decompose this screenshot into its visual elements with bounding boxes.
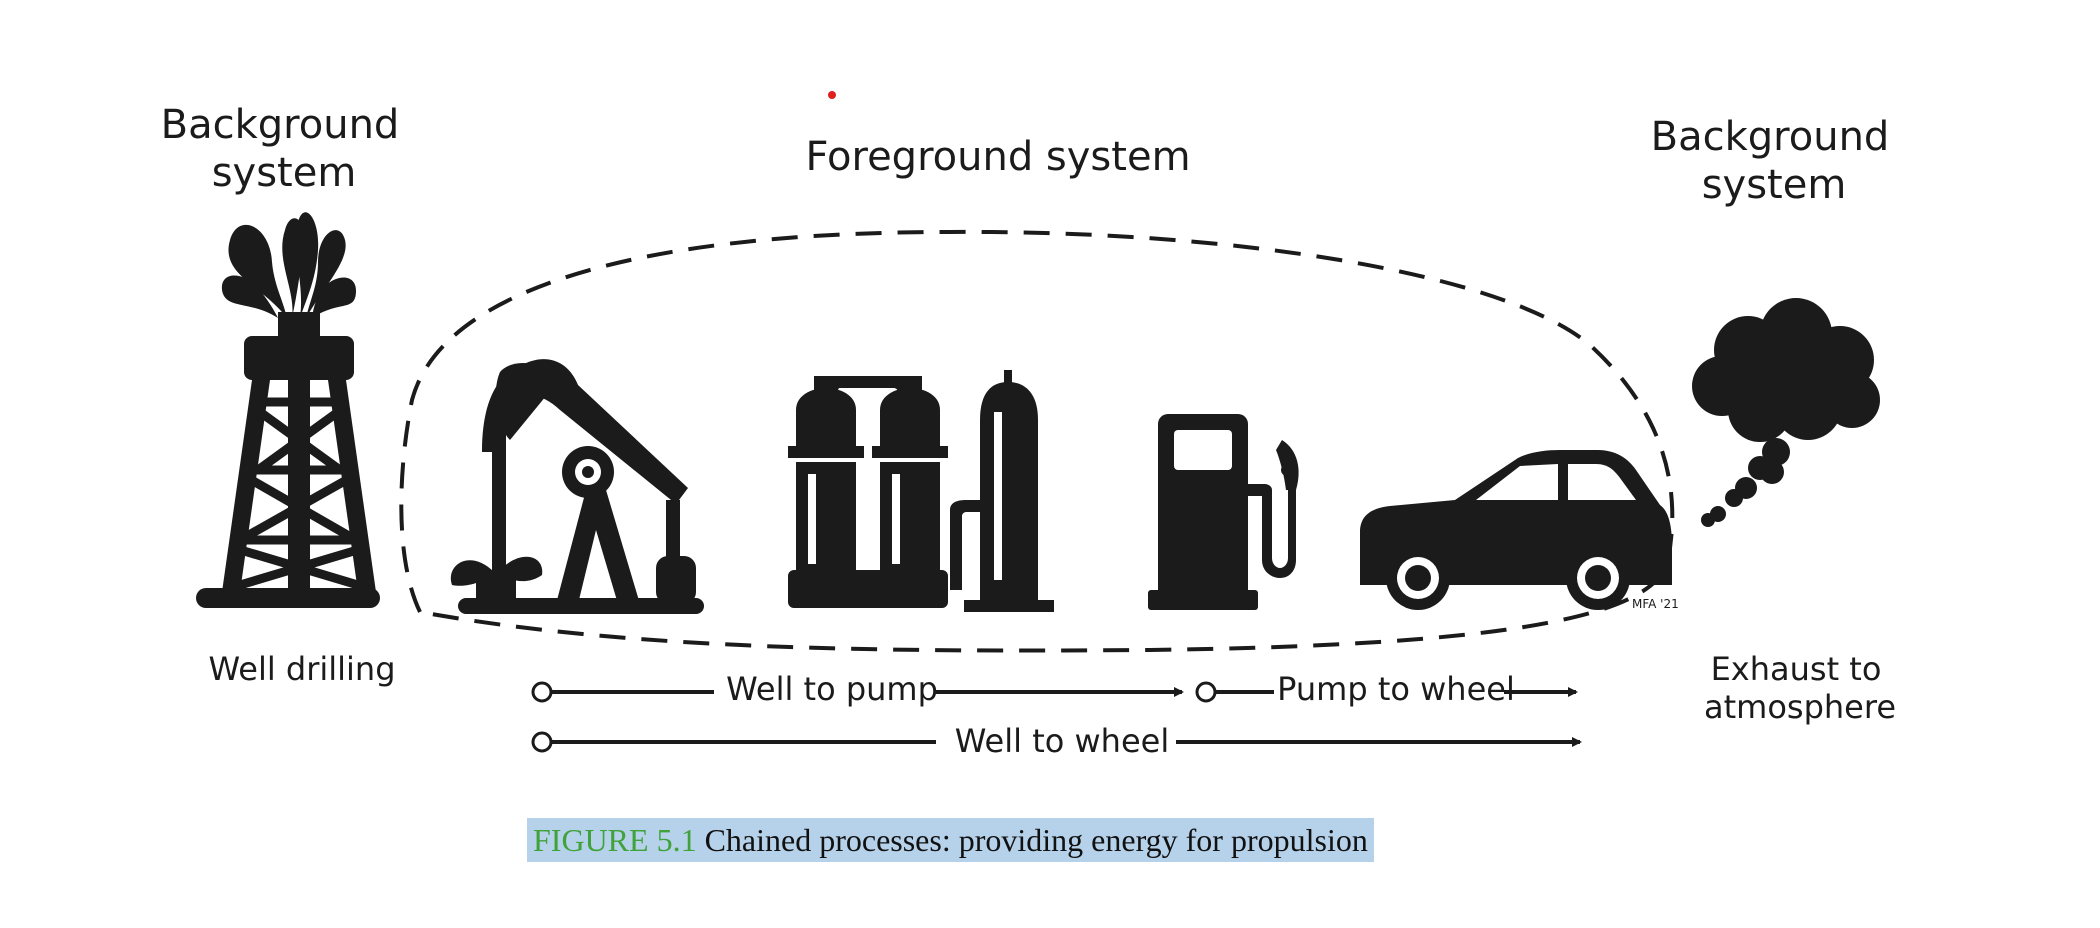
emission-co2-label: CO2 [1760,327,1818,370]
figure-caption: FIGURE 5.1 Chained processes: providing … [527,818,1374,862]
background-left-title: Background [161,102,400,148]
well-to-pump-label: Well to pump [726,670,938,708]
foreground-title: Foreground system [805,134,1190,180]
pump-to-wheel-arrow: Pump to wheel [1195,670,1578,708]
well-to-pump-arrow: Well to pump [531,670,1184,708]
car-icon: MFA '21 [1360,450,1679,611]
well-drilling-label: Well drilling [208,650,395,688]
well-to-wheel-arrow: Well to wheel [531,722,1582,760]
exhaust-label: Exhaust to [1711,650,1882,688]
credit-mark: MFA '21 [1632,597,1679,611]
pumpjack-icon [450,359,704,614]
background-right-title: Background [1651,114,1890,160]
background-right-title-2: system [1702,162,1847,208]
figure-number: FIGURE 5.1 [533,822,697,858]
pump-to-wheel-label: Pump to wheel [1277,670,1515,708]
red-marker-dot [828,91,836,99]
exhaust-label-2: atmosphere [1704,688,1896,726]
refinery-icon [788,370,1054,612]
background-left-title-2: system [212,150,357,196]
fuel-pump-icon [1148,414,1299,610]
oil-derrick-icon [196,212,380,608]
figure-caption-text: Chained processes: providing energy for … [696,822,1368,858]
foreground-boundary [399,229,1675,653]
well-to-wheel-label: Well to wheel [955,722,1169,760]
emission-cloud-icon: CO2 NOx SOx [1692,298,1880,527]
